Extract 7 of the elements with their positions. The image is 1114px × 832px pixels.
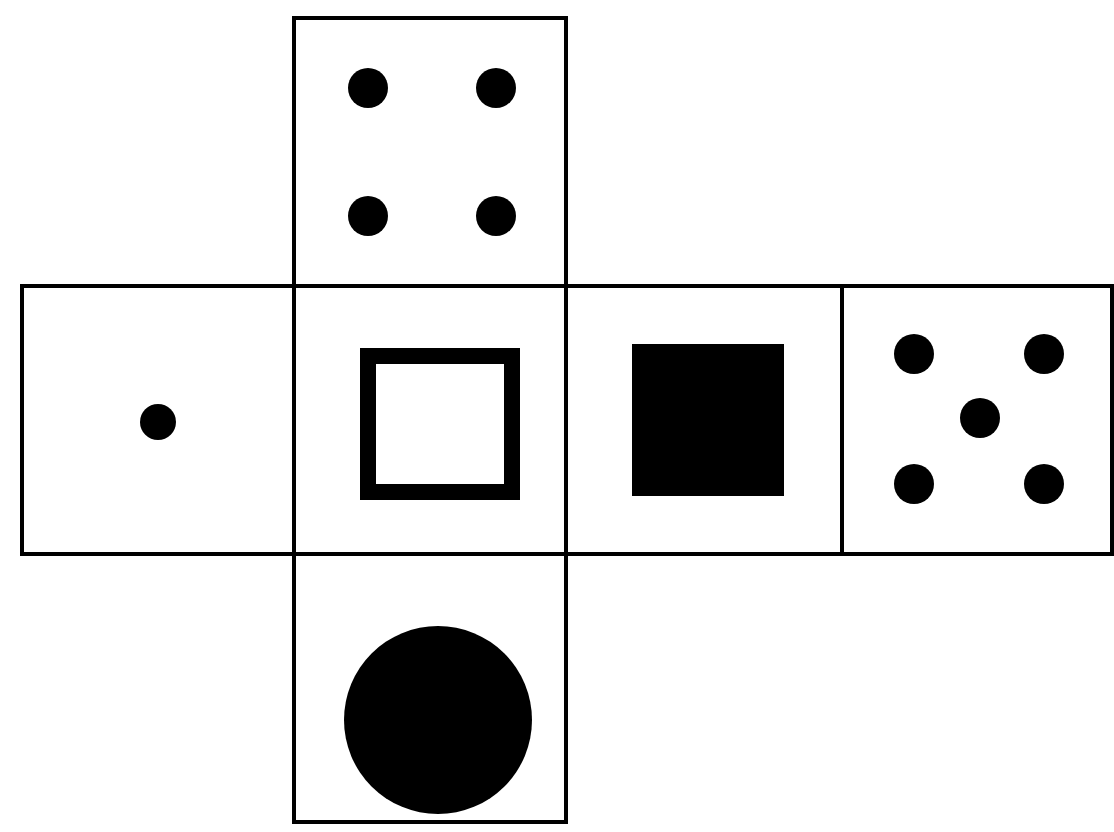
filled-square	[632, 344, 784, 496]
die-face	[20, 284, 296, 556]
hollow-square	[360, 348, 520, 500]
die-face	[292, 552, 568, 824]
die-face	[840, 284, 1114, 556]
die-face	[292, 16, 568, 288]
die-face	[564, 284, 844, 556]
